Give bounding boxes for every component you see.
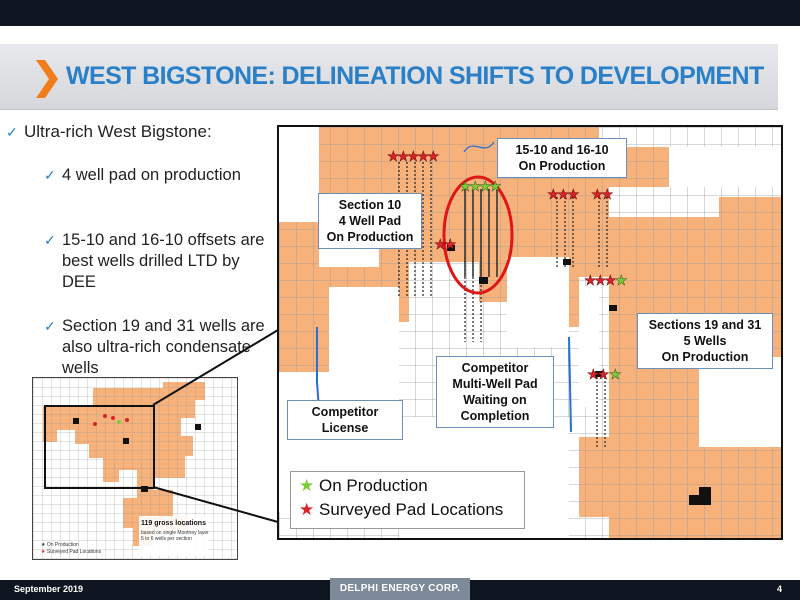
inset-map: 119 gross locations based on single Mont… xyxy=(32,377,238,560)
callout-text: 15-10 and 16-10 On Production xyxy=(515,143,609,173)
title-bar xyxy=(0,44,778,110)
page-number: 4 xyxy=(777,584,783,594)
bullet-sub-3: Section 19 and 31 wells are also ultra-r… xyxy=(62,317,265,377)
map-legend: ★ On Production ★ Surveyed Pad Locations xyxy=(290,471,525,529)
company-logo: DELPHI ENERGY CORP. xyxy=(330,578,470,600)
legend-row-surveyed: ★ Surveyed Pad Locations xyxy=(299,500,503,520)
callout-text: Competitor Multi-Well Pad Waiting on Com… xyxy=(452,361,538,423)
svg-text:★: ★ xyxy=(587,366,600,382)
svg-text:★: ★ xyxy=(427,148,440,164)
callout-text: Sections 19 and 31 5 Wells On Production xyxy=(648,318,762,364)
callout-section-10: Section 10 4 Well Pad On Production xyxy=(318,193,422,249)
svg-text:★: ★ xyxy=(387,148,400,164)
svg-text:★: ★ xyxy=(601,186,614,202)
callout-text: Competitor License xyxy=(311,405,379,435)
callout-text: Section 10 4 Well Pad On Production xyxy=(326,198,414,244)
legend-label: On Production xyxy=(318,476,428,495)
logo-text: DELPHI ENERGY CORP. xyxy=(339,583,461,594)
svg-text:★: ★ xyxy=(615,272,628,288)
callout-competitor-license: Competitor License xyxy=(287,400,403,440)
check-icon: ✓ xyxy=(44,232,56,248)
top-bar xyxy=(0,0,800,26)
svg-text:★: ★ xyxy=(591,186,604,202)
svg-text:★: ★ xyxy=(489,178,502,194)
inset-note-2: 5 to 6 wells per section xyxy=(141,536,192,542)
callout-sections-19-31: Sections 19 and 31 5 Wells On Production xyxy=(637,313,773,369)
svg-text:★: ★ xyxy=(567,186,580,202)
bullet-sub-1: 4 well pad on production xyxy=(62,166,241,184)
green-star-icon: ★ xyxy=(299,476,315,495)
bullet-sub-2: 15-10 and 16-10 offsets are best wells d… xyxy=(62,231,265,291)
legend-label: Surveyed Pad Locations xyxy=(318,500,504,519)
chevron-icon xyxy=(36,60,58,98)
check-icon: ✓ xyxy=(6,124,18,140)
check-icon: ✓ xyxy=(44,318,56,334)
svg-text:★: ★ xyxy=(584,272,597,288)
svg-text:★: ★ xyxy=(609,366,622,382)
page-title: WEST BIGSTONE: DELINEATION SHIFTS TO DEV… xyxy=(66,62,764,90)
svg-text:★: ★ xyxy=(547,186,560,202)
check-icon: ✓ xyxy=(44,167,56,183)
svg-text:★: ★ xyxy=(417,148,430,164)
callout-15-10-16-10: 15-10 and 16-10 On Production xyxy=(497,138,627,178)
svg-text:★: ★ xyxy=(594,272,607,288)
svg-text:★: ★ xyxy=(469,178,482,194)
svg-text:★: ★ xyxy=(407,148,420,164)
svg-text:★: ★ xyxy=(397,148,410,164)
inset-note-1: based on single Montney layer xyxy=(141,530,209,536)
footer-date: September 2019 xyxy=(14,584,84,594)
bullet-main: Ultra-rich West Bigstone: xyxy=(24,122,212,141)
legend-row-on-production: ★ On Production xyxy=(299,476,428,496)
svg-text:★: ★ xyxy=(604,272,617,288)
callout-competitor-pad: Competitor Multi-Well Pad Waiting on Com… xyxy=(436,356,554,428)
svg-text:★: ★ xyxy=(597,366,610,382)
inset-count: 119 gross locations xyxy=(141,520,206,527)
red-star-icon: ★ xyxy=(299,500,315,519)
svg-text:★: ★ xyxy=(479,178,492,194)
inset-legend-2: ★ Surveyed Pad Locations xyxy=(41,549,102,555)
inset-legend-1: ★ On Production xyxy=(41,542,79,548)
svg-text:★: ★ xyxy=(434,236,447,252)
svg-text:★: ★ xyxy=(557,186,570,202)
svg-text:★: ★ xyxy=(459,178,472,194)
svg-text:★: ★ xyxy=(444,236,457,252)
